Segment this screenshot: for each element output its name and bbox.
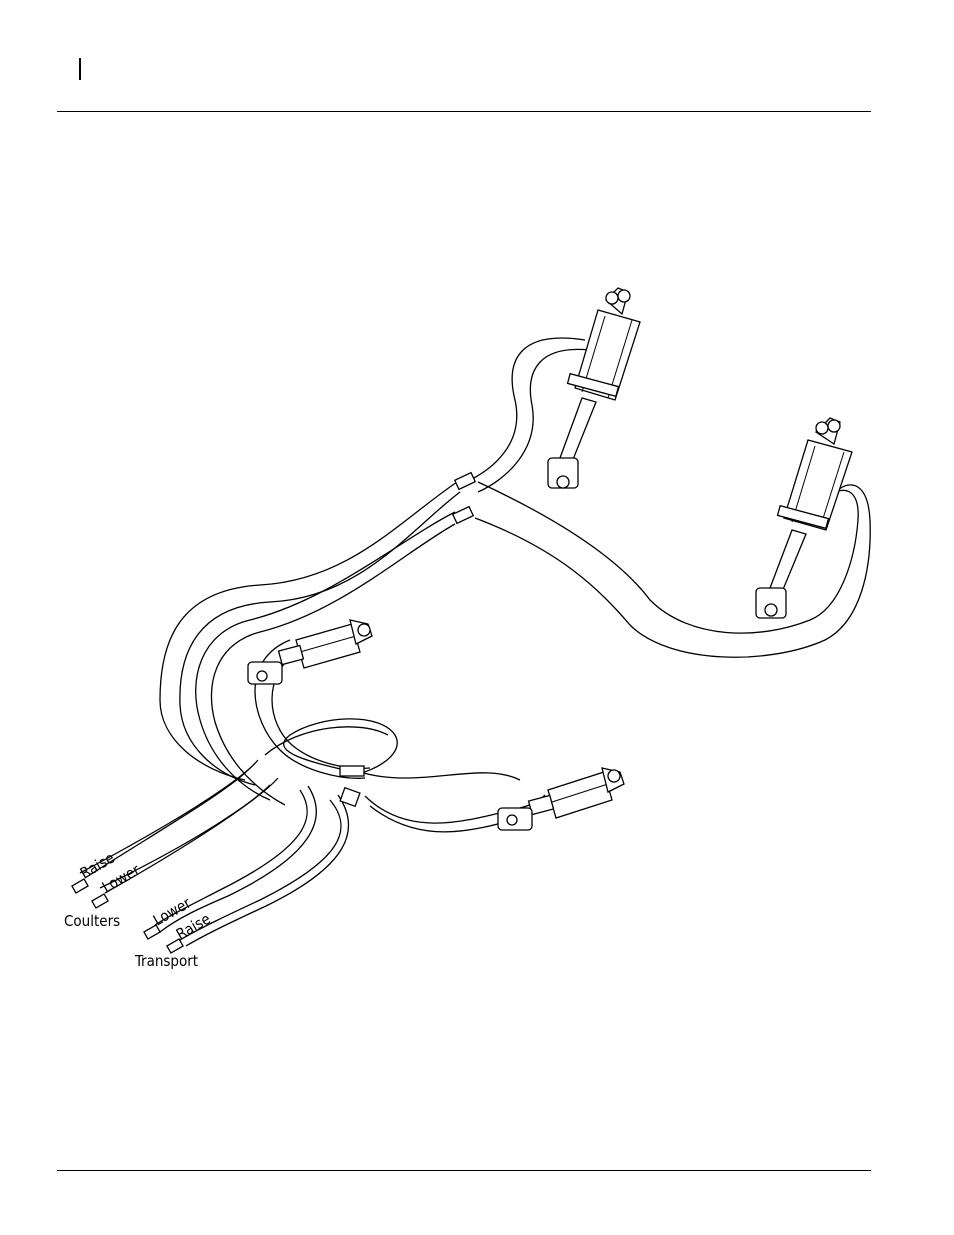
cylinder-rear-right (756, 418, 852, 618)
transport-label: Transport (134, 952, 198, 970)
cylinder-rear-left (548, 288, 640, 488)
hoses (80, 338, 870, 946)
coulters-label: Coulters (64, 912, 120, 930)
cylinder-front-center (498, 768, 624, 830)
